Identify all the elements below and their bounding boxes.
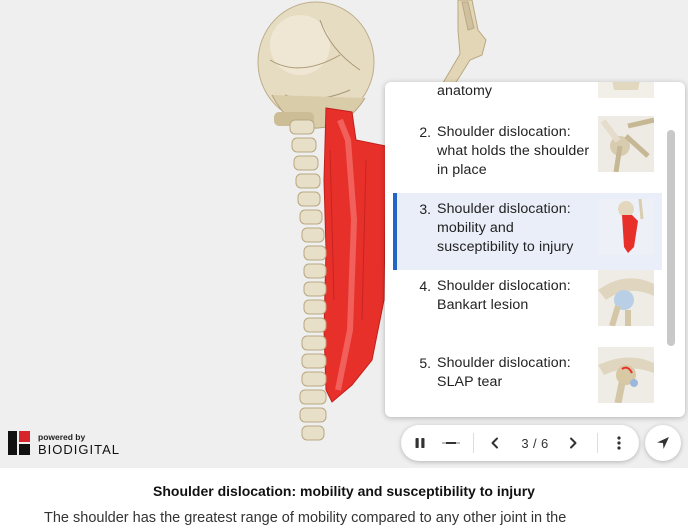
navigate-button[interactable] (645, 425, 681, 461)
chapter-title: Shoulder dislocation: mobility and susce… (437, 201, 574, 255)
tour-controls: 3 / 6 (401, 425, 639, 461)
chapter-list: anatomy 2. Shoulder dislocation: what ho… (385, 82, 675, 417)
chapter-list-panel[interactable]: anatomy 2. Shoulder dislocation: what ho… (385, 82, 685, 417)
chapter-item-3[interactable]: 3. Shoulder dislocation: mobility and su… (393, 193, 662, 270)
chapter-title: anatomy (437, 83, 493, 99)
chapter-number: 4. (419, 278, 431, 294)
chapter-title: Shoulder dislocation: SLAP tear (437, 355, 571, 390)
previous-button[interactable] (483, 425, 507, 461)
navigate-icon (657, 437, 669, 449)
progress-indicator[interactable] (439, 425, 463, 461)
divider (597, 433, 598, 453)
chapter-scrollbar[interactable] (667, 86, 675, 413)
chapter-item-2[interactable]: 2. Shoulder dislocation: what holds the … (385, 116, 675, 193)
pause-icon (415, 438, 425, 448)
chapter-item-4[interactable]: 4. Shoulder dislocation: Bankart lesion (385, 270, 675, 347)
chapter-number: 2. (419, 124, 431, 140)
bankart-thumb (598, 270, 654, 326)
page-counter-text: 3 / 6 (521, 435, 549, 451)
pause-button[interactable] (407, 425, 433, 461)
more-vertical-icon (617, 436, 621, 450)
3d-viewer[interactable]: anatomy 2. Shoulder dislocation: what ho… (0, 0, 688, 468)
caption-body: The shoulder has the greatest range of m… (44, 510, 567, 526)
chapter-number: 3. (419, 201, 431, 217)
spine (289, 119, 327, 441)
next-button[interactable] (561, 425, 585, 461)
page-counter: 3 / 6 (513, 425, 557, 461)
chapter-number: 5. (419, 355, 431, 371)
biodigital-logo-icon (8, 431, 30, 455)
humerus-bone (439, 0, 487, 93)
caption-title: Shoulder dislocation: mobility and susce… (153, 483, 535, 499)
powered-by-label: powered by (38, 432, 86, 442)
progress-icon (442, 442, 460, 444)
anatomy-model[interactable] (0, 0, 688, 468)
biodigital-logo[interactable]: powered by BIODIGITAL (8, 431, 128, 457)
trapezius-thumb (598, 199, 654, 255)
chapter-item-5[interactable]: 5. Shoulder dislocation: SLAP tear (385, 347, 675, 417)
shoulder-anatomy-thumb (598, 82, 654, 98)
chapter-title: Shoulder dislocation: what holds the sho… (437, 124, 590, 178)
brand-name: BIODIGITAL (38, 442, 120, 457)
slap-tear-thumb (598, 347, 654, 403)
scrollbar-thumb[interactable] (667, 130, 675, 346)
shoulder-joint-thumb (598, 116, 654, 172)
skull (257, 1, 375, 129)
more-options-button[interactable] (607, 425, 631, 461)
chapter-item-1[interactable]: anatomy (385, 82, 675, 116)
chapter-title: Shoulder dislocation: Bankart lesion (437, 278, 571, 313)
chevron-left-icon (491, 437, 498, 449)
chevron-right-icon (570, 437, 577, 449)
divider (473, 433, 474, 453)
